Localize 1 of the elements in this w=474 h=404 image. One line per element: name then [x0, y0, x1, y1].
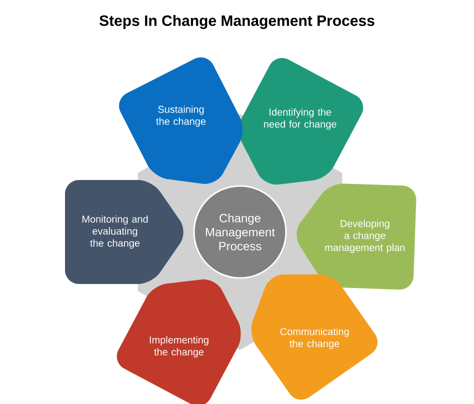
title: Steps In Change Management Process [100, 14, 374, 30]
